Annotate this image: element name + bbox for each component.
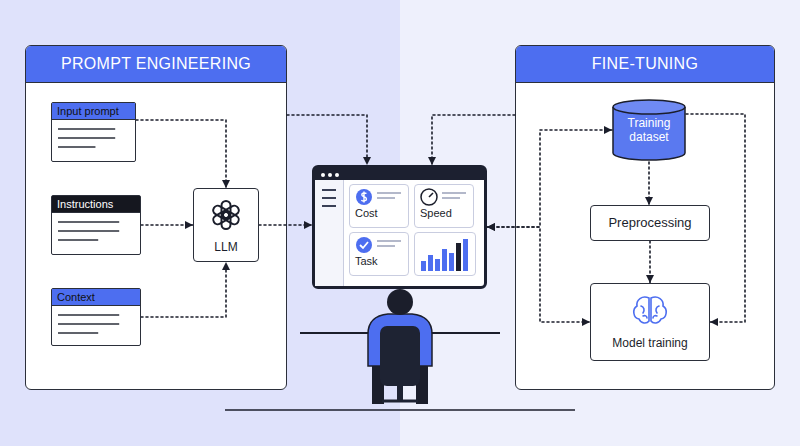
chart-bar — [449, 253, 454, 271]
document-box: Instructions — [51, 195, 141, 255]
window-dot — [321, 173, 325, 177]
check-mark — [360, 242, 368, 248]
text-placeholder-line — [58, 323, 119, 324]
text-placeholder-line — [377, 245, 395, 247]
brain-icon — [631, 294, 669, 326]
text-placeholder-line — [58, 239, 98, 240]
box-header: Context — [52, 289, 140, 306]
person-head — [387, 289, 413, 315]
metric-card: Task — [349, 232, 409, 276]
brain-stroke — [656, 306, 659, 313]
panel-header: FINE-TUNING — [516, 46, 774, 83]
cylinder-top — [613, 100, 685, 114]
chart-bar — [421, 261, 426, 271]
text-placeholder-line — [58, 128, 115, 129]
text-placeholder-line — [58, 230, 119, 231]
sidebar — [315, 180, 344, 286]
brain-stroke — [643, 316, 647, 318]
gauge-dial — [421, 189, 437, 205]
gauge-needle — [429, 193, 433, 197]
chart-bar — [435, 259, 440, 271]
text-placeholder-line — [58, 137, 115, 138]
node-label: Training dataset — [612, 98, 686, 144]
box-header: Input prompt — [52, 103, 135, 120]
sidebar-lines — [315, 180, 343, 220]
window-dot — [335, 173, 339, 177]
model-box: LLM — [193, 188, 259, 262]
metric-card: Cost — [349, 184, 409, 228]
process-box: Preprocessing — [590, 205, 710, 241]
text-placeholder-line — [377, 240, 401, 242]
text-placeholder-lines — [52, 306, 136, 342]
node-label: Preprocessing — [591, 206, 709, 239]
node-label: LLM — [194, 240, 258, 254]
window-dot — [328, 173, 332, 177]
chair-back — [380, 326, 420, 386]
icon-circle — [356, 189, 372, 205]
brain-stroke — [653, 316, 657, 318]
node-label: Cost — [355, 207, 403, 220]
dollar-symbol — [361, 192, 366, 203]
metric-icon — [355, 236, 403, 255]
text-placeholder-line — [442, 197, 460, 199]
text-placeholder-line — [58, 314, 119, 315]
sidebar-line — [322, 205, 336, 207]
icon-circle — [356, 237, 372, 253]
dotted-connector — [432, 115, 515, 165]
panel: PROMPT ENGINEERING Input promptInstructio… — [25, 45, 287, 390]
document-box: Context — [51, 288, 141, 346]
chart-bar — [428, 255, 433, 271]
metric-card: Speed — [414, 184, 474, 228]
metric-icon — [355, 188, 403, 207]
database-cylinder: Training dataset — [612, 98, 686, 162]
text-placeholder-line — [58, 146, 95, 147]
text-placeholder-line — [58, 221, 119, 222]
brain-stroke — [634, 297, 649, 323]
chart-card — [414, 232, 476, 276]
chart-bar — [442, 249, 447, 271]
box-header: Instructions — [52, 196, 140, 213]
node-label: Speed — [420, 207, 468, 220]
floor-line — [225, 409, 575, 411]
process-box: Model training — [590, 283, 710, 361]
node-label: Model training — [591, 336, 709, 350]
bar-chart — [415, 233, 475, 275]
logo-petal — [212, 204, 231, 220]
text-placeholder-line — [377, 197, 395, 199]
text-placeholder-lines — [52, 120, 131, 156]
chart-bar — [456, 243, 461, 271]
text-placeholder-line — [442, 192, 466, 194]
brain-stroke — [651, 297, 666, 323]
brain-stroke — [641, 306, 644, 313]
panel-header: PROMPT ENGINEERING — [26, 46, 286, 83]
llm-logo — [209, 198, 243, 232]
text-placeholder-line — [377, 192, 401, 194]
chair-base — [382, 400, 418, 403]
dotted-connector — [287, 115, 367, 165]
panel: FINE-TUNING Training datasetPreprocessing… — [515, 45, 775, 390]
sidebar-line — [322, 189, 336, 191]
text-placeholder-lines — [52, 213, 136, 249]
monitor-screen: Cost SpeedTask — [312, 165, 487, 289]
background-right — [400, 0, 800, 446]
node-label: Task — [355, 255, 403, 268]
window-bar — [315, 168, 484, 180]
document-box: Input prompt — [51, 102, 136, 162]
sidebar-line — [322, 197, 336, 199]
metric-icon — [420, 188, 468, 207]
chart-bar — [463, 239, 468, 271]
chair-post — [397, 386, 403, 400]
text-placeholder-line — [58, 332, 98, 333]
background-left — [0, 0, 400, 446]
